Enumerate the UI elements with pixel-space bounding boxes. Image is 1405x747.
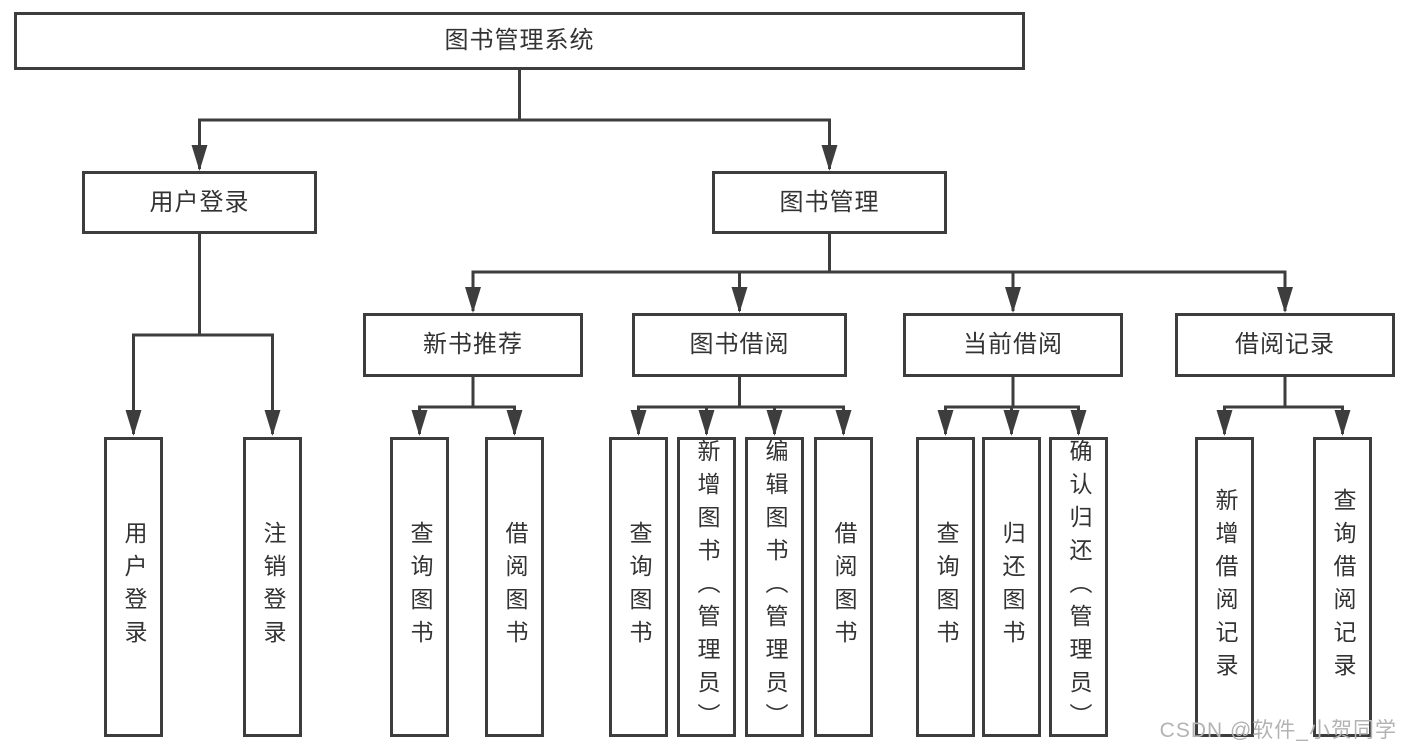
node-label: 查询图书	[407, 521, 433, 653]
arrowhead-icon	[731, 287, 748, 313]
arrowhead-icon	[1277, 287, 1293, 313]
node-book-management: 图书管理	[712, 171, 947, 234]
arrowhead-icon	[821, 145, 838, 171]
node-label: 归还图书	[999, 521, 1025, 653]
arrowhead-icon	[1005, 287, 1021, 313]
arrowhead-icon	[264, 410, 281, 436]
arrowhead-icon	[937, 410, 954, 436]
node-query-books-borrow: 查询图书	[609, 437, 668, 737]
node-return-books: 归还图书	[982, 437, 1041, 737]
arrowheads	[125, 145, 1351, 436]
watermark: CSDN @软件_小贺同学	[1159, 719, 1397, 742]
arrowhead-icon	[465, 287, 481, 313]
node-label: 编辑图书（管理员）	[762, 438, 788, 736]
node-label: 新增借阅记录	[1212, 488, 1238, 686]
arrowhead-icon	[191, 145, 208, 171]
arrowhead-icon	[1003, 410, 1020, 436]
node-label: 借阅记录	[1235, 331, 1335, 358]
node-user-login: 用户登录	[82, 171, 317, 234]
node-logout: 注销登录	[243, 437, 302, 737]
node-confirm-return-admin: 确认归还（管理员）	[1049, 437, 1108, 737]
connector-root-to-level2	[198, 68, 831, 169]
arrowhead-icon	[630, 410, 647, 436]
connector-bookborrow-to-leaves	[637, 375, 845, 434]
node-label: 注销登录	[260, 521, 286, 653]
connector-bookmgmt-to-level3	[471, 232, 1287, 311]
node-label: 查询借阅记录	[1330, 488, 1356, 686]
node-label: 借阅图书	[831, 521, 857, 653]
node-library-management-system: 图书管理系统	[14, 12, 1025, 70]
node-label: 新增图书（管理员）	[694, 438, 720, 736]
node-label: 借阅图书	[502, 521, 528, 653]
node-borrow-books-borrow: 借阅图书	[814, 437, 873, 737]
connector-borrowrecords-to-leaves	[1223, 375, 1344, 434]
arrowhead-icon	[1070, 410, 1087, 436]
node-query-books-recommend: 查询图书	[390, 437, 449, 737]
node-label: 图书管理	[779, 188, 880, 216]
node-label: 确认归还（管理员）	[1066, 438, 1092, 736]
node-label: 查询图书	[933, 521, 959, 653]
node-edit-books-admin: 编辑图书（管理员）	[745, 437, 804, 737]
node-label: 查询图书	[626, 521, 652, 653]
node-label: 当前借阅	[963, 331, 1063, 358]
node-label: 用户登录	[149, 188, 250, 216]
node-add-books-admin: 新增图书（管理员）	[677, 437, 736, 737]
connector-userlogin-to-leaves	[132, 232, 274, 434]
node-new-book-recommendation: 新书推荐	[363, 313, 583, 377]
node-book-borrowing: 图书借阅	[632, 313, 847, 377]
node-add-borrow-record: 新增借阅记录	[1195, 437, 1254, 737]
node-borrow-books-recommend: 借阅图书	[485, 437, 544, 737]
arrowhead-icon	[698, 410, 715, 436]
arrowhead-icon	[411, 410, 428, 436]
node-label: 图书管理系统	[444, 27, 595, 54]
arrowhead-icon	[1216, 410, 1233, 436]
arrowhead-icon	[1334, 410, 1351, 436]
node-borrowing-records: 借阅记录	[1175, 313, 1395, 377]
node-query-borrow-record: 查询借阅记录	[1313, 437, 1372, 737]
node-query-books-current: 查询图书	[916, 437, 975, 737]
arrowhead-icon	[125, 410, 142, 436]
node-label: 用户登录	[121, 521, 147, 653]
node-current-borrowing: 当前借阅	[903, 313, 1123, 377]
arrowhead-icon	[835, 410, 852, 436]
connector-newbook-to-leaves	[418, 375, 516, 434]
node-user-login-leaf: 用户登录	[104, 437, 163, 737]
node-label: 图书借阅	[689, 331, 790, 358]
arrowhead-icon	[506, 410, 523, 436]
node-label: 新书推荐	[423, 331, 523, 358]
arrowhead-icon	[766, 410, 783, 436]
